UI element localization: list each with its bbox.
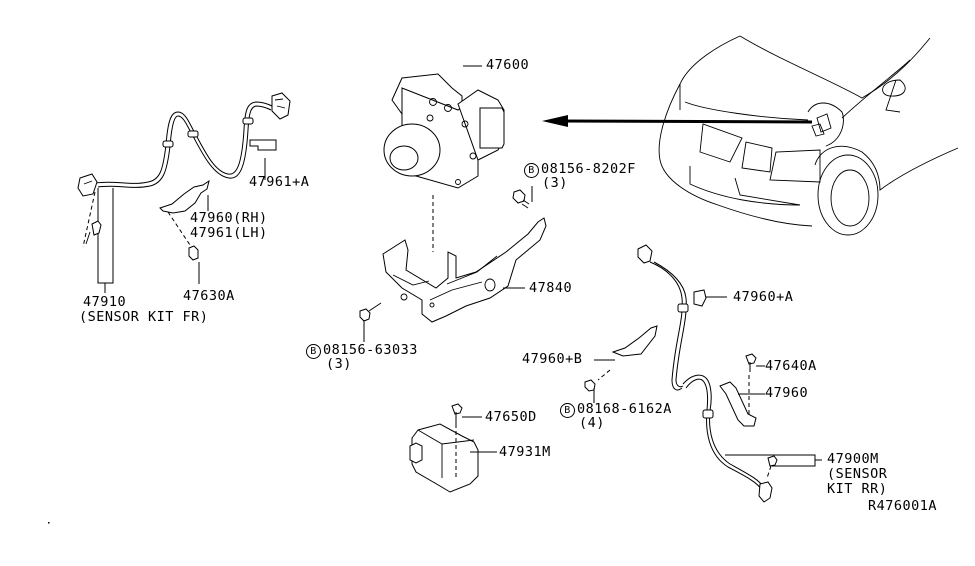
rear-sensor-harness	[637, 244, 822, 503]
abs-bracket-shape	[382, 217, 547, 323]
label-rear-sensor-kit[interactable]: 47900M	[827, 451, 879, 467]
rear-clip-b-shape	[611, 325, 658, 357]
label-front-sensor-kit[interactable]: 47910	[83, 294, 127, 310]
front-clip-shape	[249, 139, 277, 151]
label-front-clip[interactable]: 47961+A	[249, 174, 310, 190]
rear-bracket-shape	[719, 381, 757, 427]
label-yaw-sensor[interactable]: 47931M	[499, 444, 551, 460]
label-rear-bolt[interactable]: 47640A	[765, 358, 817, 374]
label-bolt-lower-number: 08156-63033	[323, 342, 418, 358]
abs-actuator-shape	[383, 73, 505, 189]
bolt-symbol-icon: B	[524, 163, 539, 178]
label-bolt-upper-number: 08156-8202F	[541, 161, 636, 177]
label-yaw-sensor-bolt[interactable]: 47650D	[485, 409, 537, 425]
label-front-bracket-rh[interactable]: 47960(RH)	[190, 210, 268, 226]
label-bolt-upper-qty: (3)	[542, 175, 568, 191]
label-rear-clip-b[interactable]: 47960+B	[522, 351, 583, 367]
label-rear-sensor-kit-note-2: KIT RR)	[827, 481, 888, 497]
yaw-sensor-shape	[409, 403, 497, 493]
label-abs-actuator[interactable]: 47600	[486, 57, 530, 73]
front-sensor-harness	[77, 92, 291, 293]
label-rear-sensor-kit-note-1: (SENSOR	[827, 466, 888, 482]
front-bracket-shape	[159, 179, 210, 214]
bolt-symbol-icon: B	[560, 403, 575, 418]
label-bolt-lower-qty: (3)	[326, 356, 352, 372]
label-rear-bracket[interactable]: 47960	[765, 385, 809, 401]
figure-code: R476001A	[868, 498, 938, 514]
label-abs-bracket[interactable]: 47840	[529, 280, 573, 296]
bolt-symbol-icon: B	[306, 344, 321, 359]
vehicle-outline	[658, 35, 959, 236]
label-rear-bolt-set-qty: (4)	[579, 415, 605, 431]
rear-clip-a-shape	[693, 289, 707, 307]
label-front-bracket-lh[interactable]: 47961(LH)	[190, 225, 268, 241]
label-front-bolt[interactable]: 47630A	[183, 288, 235, 304]
label-rear-clip-a[interactable]: 47960+A	[733, 289, 794, 305]
label-rear-bolt-set-number: 08168-6162A	[577, 401, 672, 417]
label-front-sensor-kit-note: (SENSOR KIT FR)	[79, 309, 209, 325]
stray-dot	[48, 522, 50, 524]
